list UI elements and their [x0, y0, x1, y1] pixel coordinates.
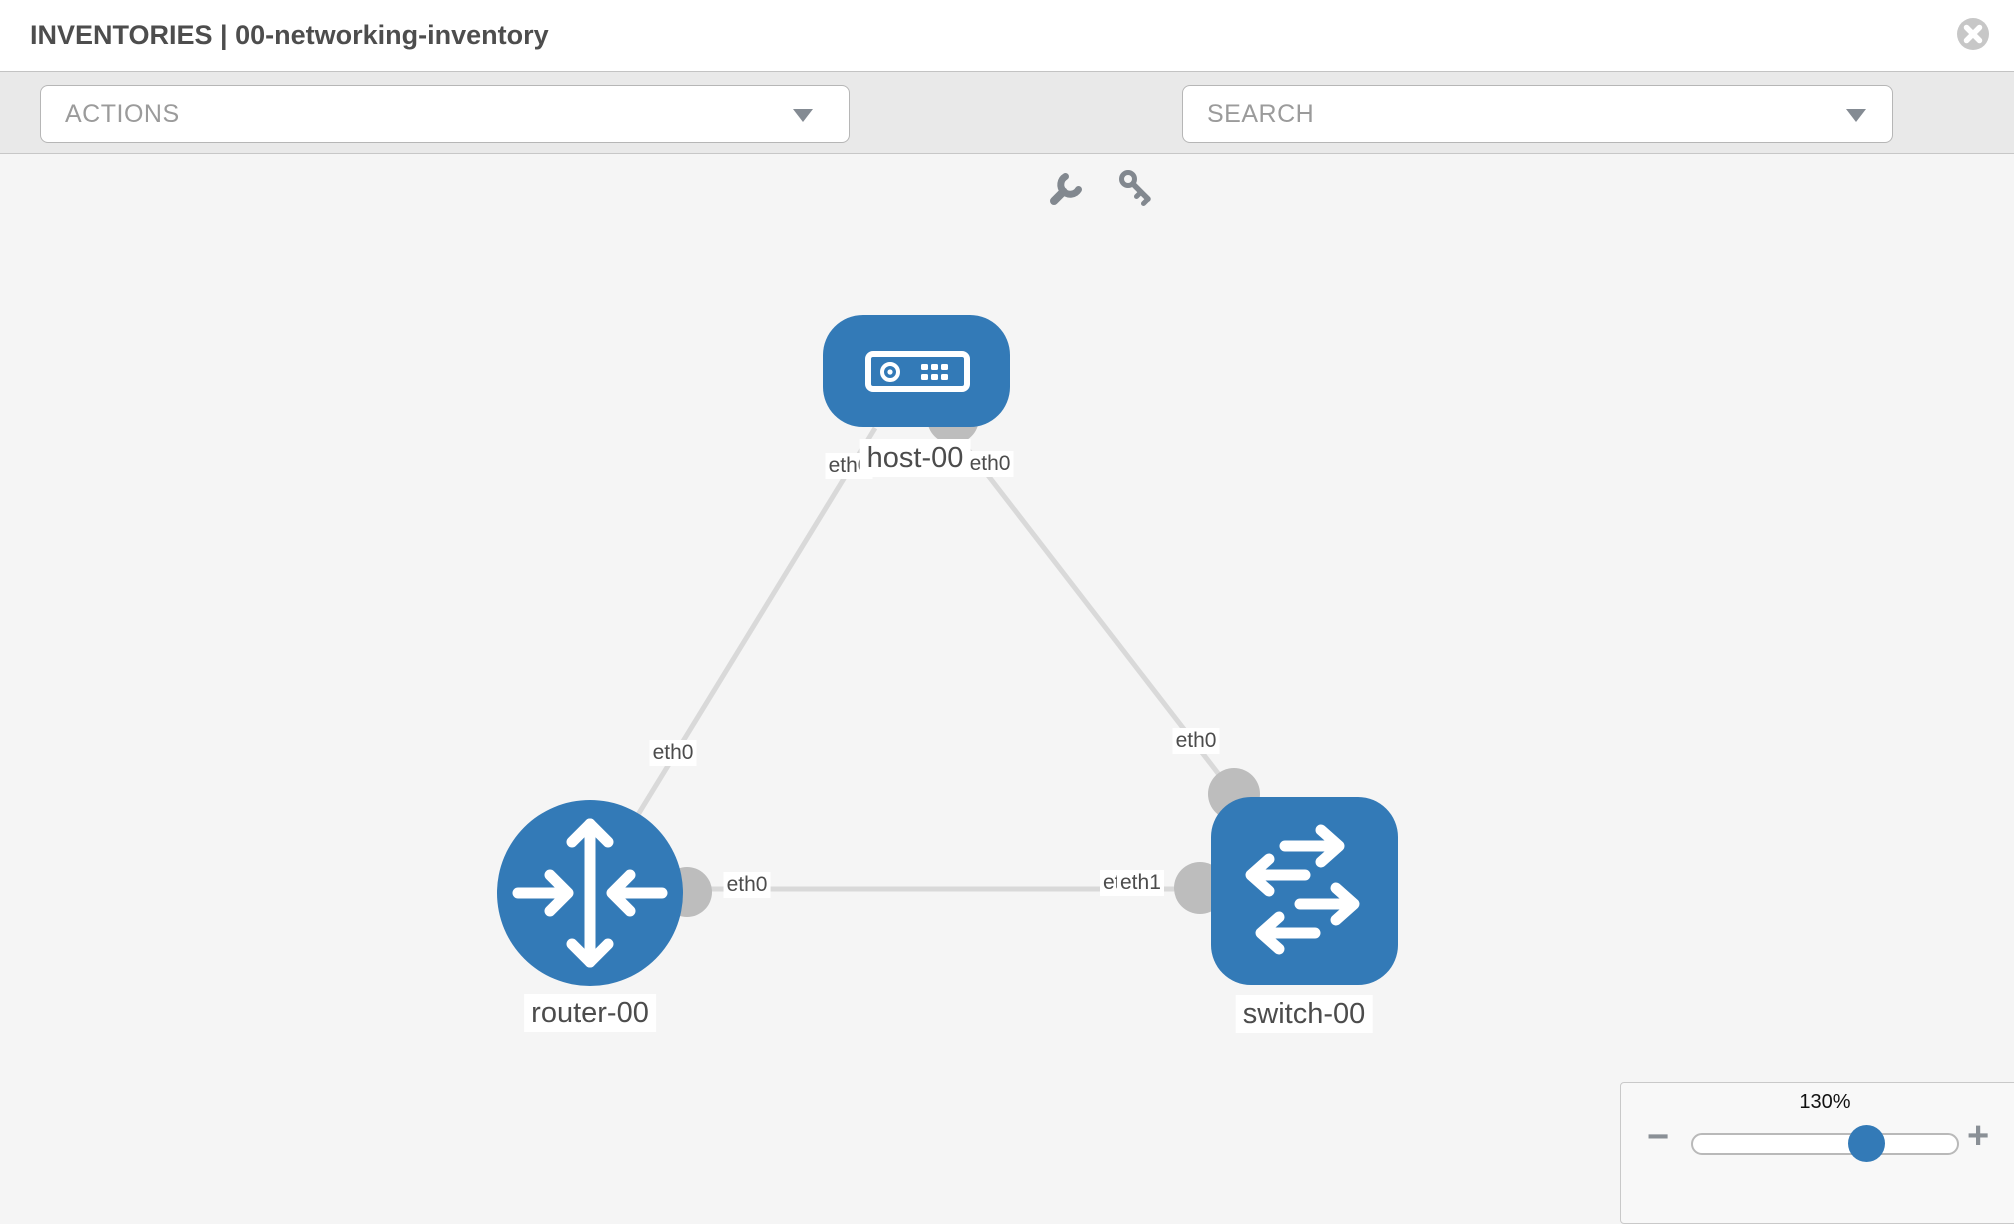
zoom-slider-handle[interactable] [1848, 1125, 1885, 1162]
actions-dropdown-label: ACTIONS [65, 99, 180, 128]
node-router[interactable] [497, 800, 683, 986]
close-button[interactable] [1955, 16, 1991, 52]
host-icon [865, 351, 970, 392]
search-dropdown[interactable]: SEARCH [1182, 85, 1893, 143]
panel-header: INVENTORIES | 00-networking-inventory [0, 0, 2014, 72]
key-icon[interactable] [1116, 168, 1156, 208]
interface-label: eth0 [723, 872, 771, 898]
toolbar: ACTIONS SEARCH [0, 72, 2014, 206]
interface-label: eth1 [1117, 870, 1164, 896]
actions-dropdown[interactable]: ACTIONS [40, 85, 850, 143]
page-title: INVENTORIES | 00-networking-inventory [30, 20, 549, 50]
node-label-router: router-00 [524, 994, 656, 1032]
zoom-slider-track[interactable] [1691, 1125, 1959, 1162]
zoom-level: 130% [1799, 1091, 1851, 1113]
zoom-panel: 130% − + [1620, 1082, 2014, 1224]
node-label-host: host-00 [859, 439, 971, 477]
node-switch[interactable] [1211, 797, 1398, 985]
chevron-down-icon [793, 109, 813, 122]
zoom-in-button[interactable]: + [1967, 1115, 1990, 1157]
router-icon [512, 818, 668, 968]
interface-label: eth0 [966, 451, 1014, 477]
node-label-switch: switch-00 [1235, 995, 1373, 1033]
zoom-out-button[interactable]: − [1647, 1116, 1670, 1158]
search-placeholder: SEARCH [1207, 99, 1315, 128]
interface-label: eth0 [649, 740, 697, 766]
chevron-down-icon [1846, 109, 1866, 122]
node-host[interactable] [823, 315, 1010, 427]
wrench-icon[interactable] [1046, 168, 1086, 208]
interface-label: eth0 [1172, 728, 1220, 754]
switch-icon [1245, 824, 1360, 955]
